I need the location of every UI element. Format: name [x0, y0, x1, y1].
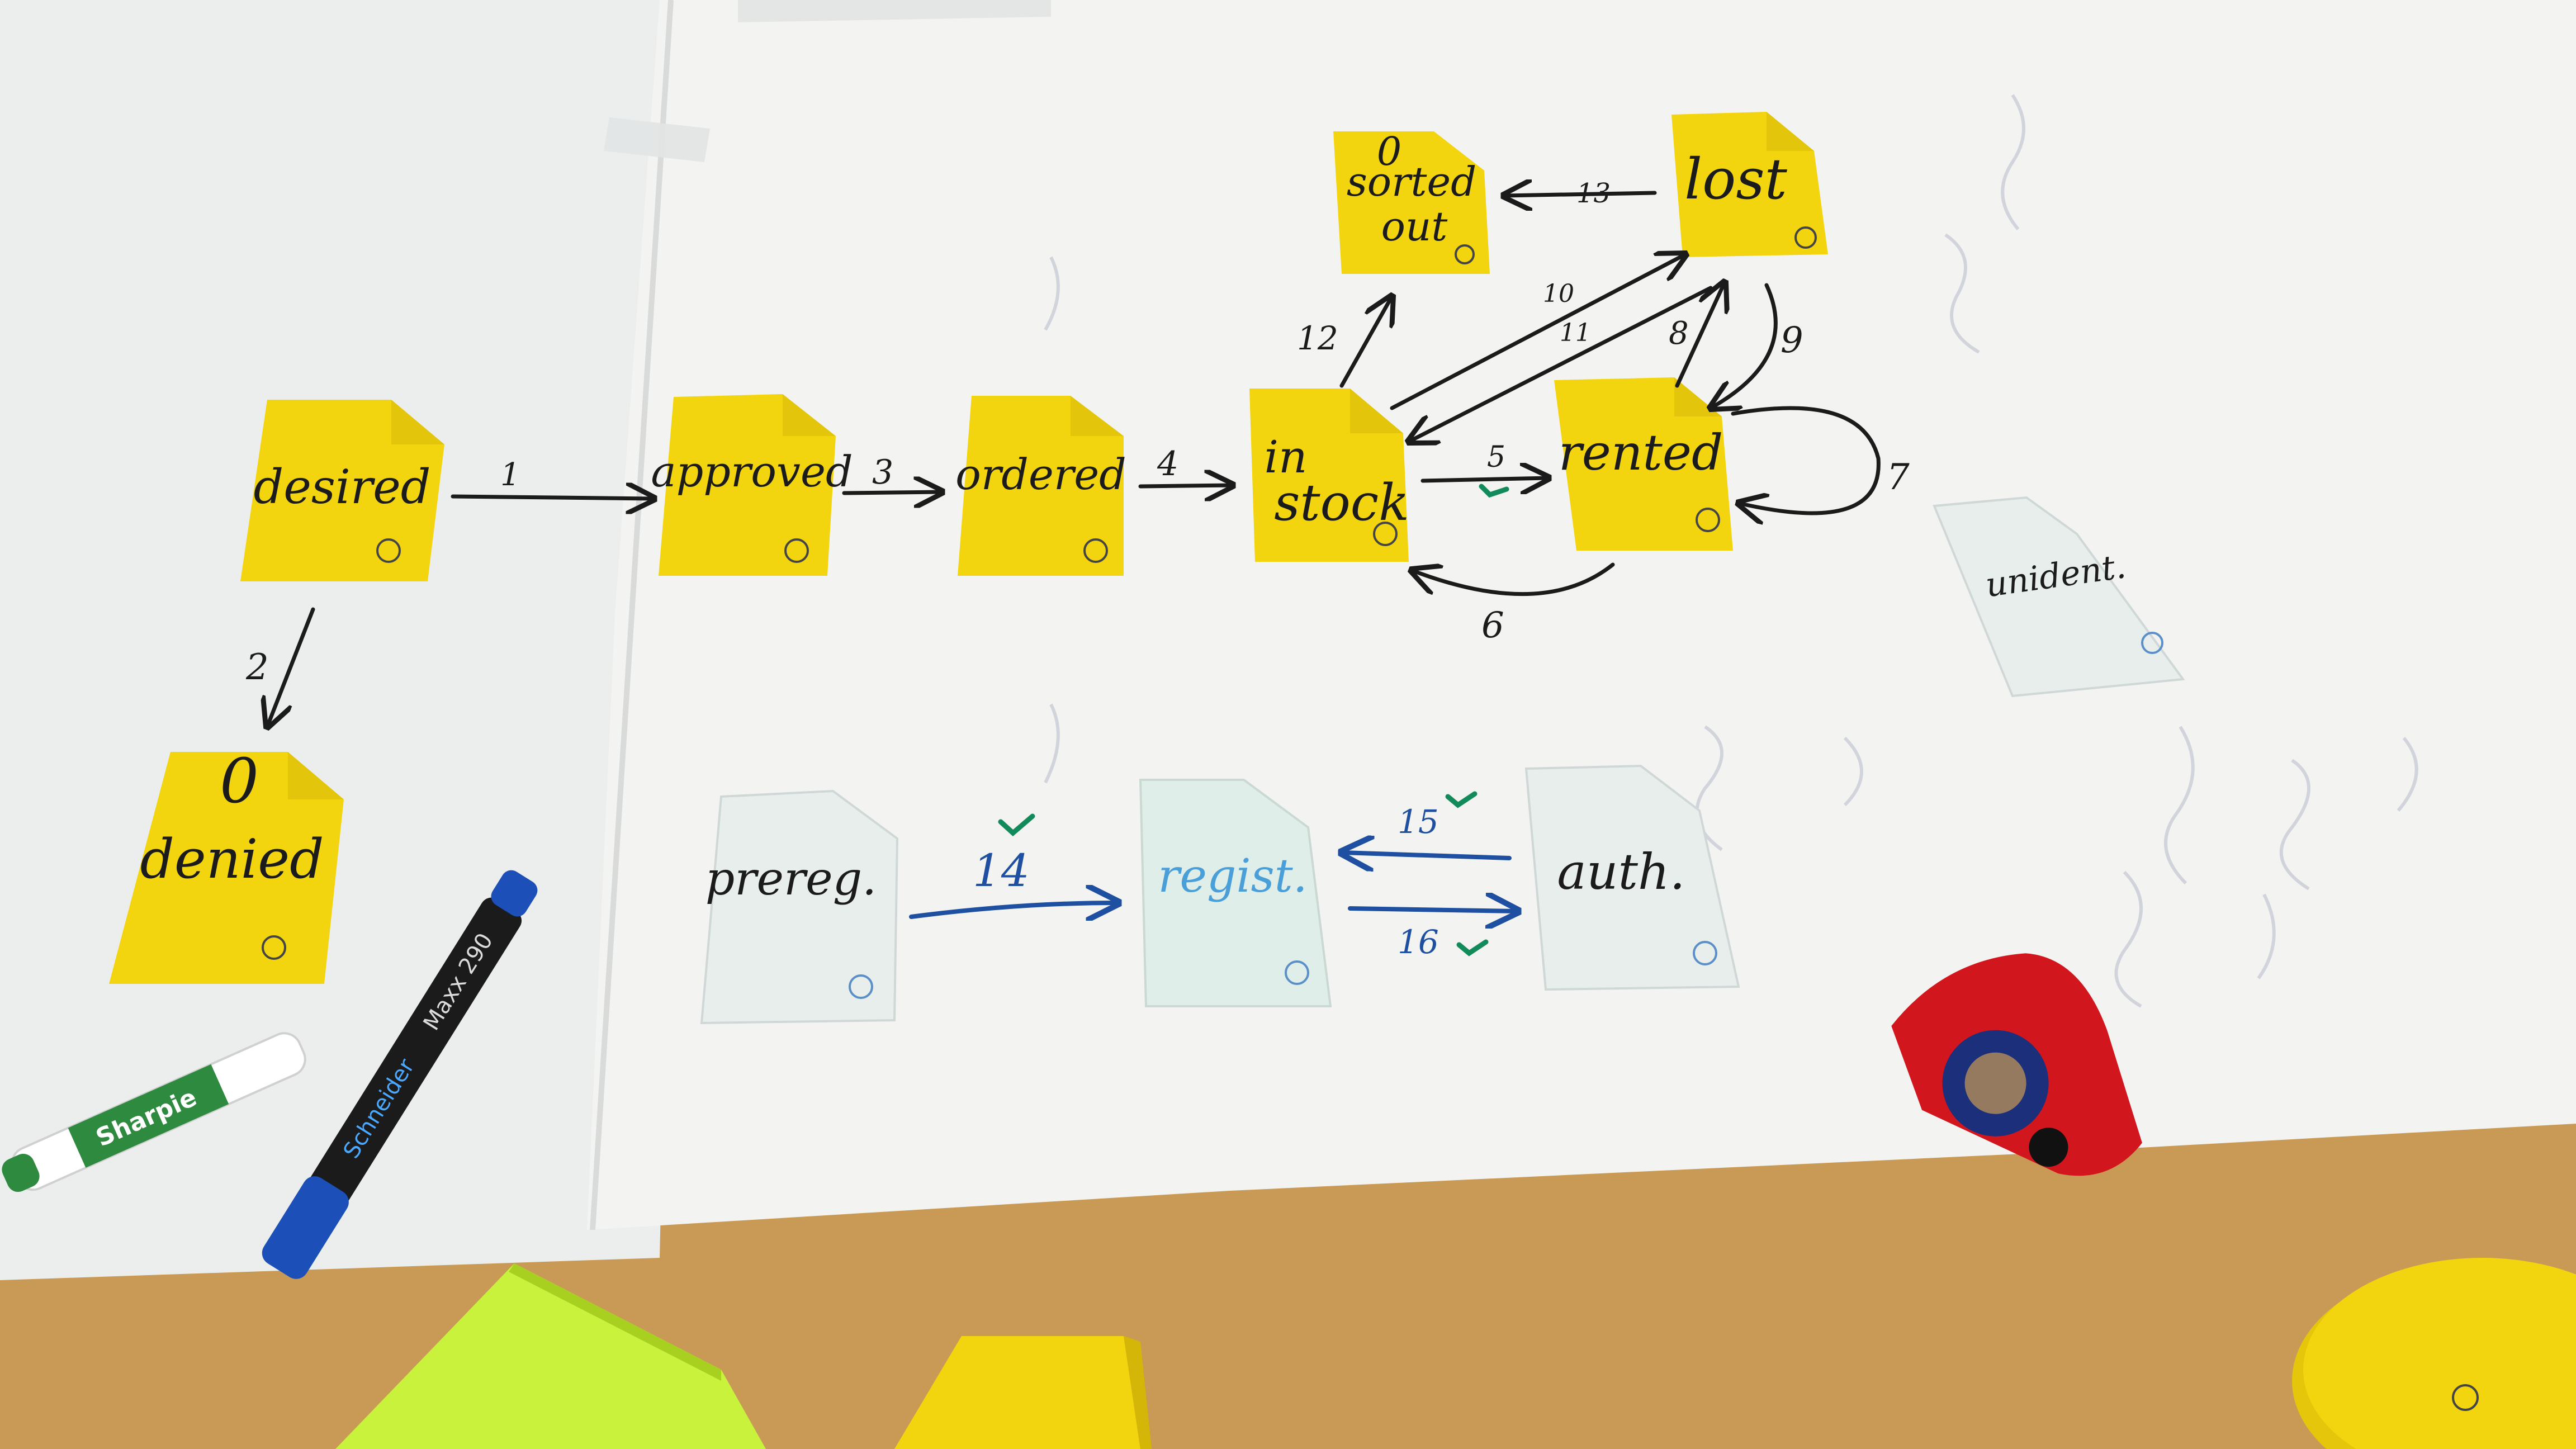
card-regist[interactable]: regist. [1139, 779, 1332, 1007]
card-logo-icon [849, 974, 873, 999]
tape-strips [604, 0, 1051, 162]
denied-zero-mark: 0 [220, 745, 259, 817]
transition-label-14: 14 [973, 845, 1030, 897]
check-icon [1445, 791, 1478, 808]
arrow-8 [1675, 282, 1725, 388]
label-denied: denied [140, 828, 324, 891]
transition-label-9: 9 [1781, 320, 1803, 361]
sharpie-marker[interactable]: Sharpie [0, 1028, 310, 1200]
card-unident[interactable]: unident. [1933, 496, 2185, 698]
label-sorted-out-line1: sorted [1347, 158, 1476, 205]
yellow-disc-stack [2292, 1258, 2576, 1449]
sorted-out-zero-mark: 0 [1377, 129, 1402, 174]
card-logo-icon [1285, 960, 1309, 985]
transition-labels: 1 2 3 4 5 6 7 8 9 10 11 12 13 14 15 16 [245, 178, 1910, 961]
arrow-15 [1342, 853, 1512, 858]
sticky-note-pad [335, 1263, 766, 1449]
card-logo-icon [1696, 508, 1720, 532]
label-approved: approved [651, 447, 853, 496]
arrow-10 [1390, 254, 1685, 410]
paper-sheet-left [0, 0, 688, 1280]
transition-label-15: 15 [1398, 803, 1439, 841]
card-desired[interactable]: desired [240, 400, 444, 581]
transition-label-1: 1 [500, 457, 520, 493]
card-auth[interactable]: auth. [1524, 764, 1740, 991]
card-ordered[interactable]: ordered [955, 396, 1126, 576]
transition-label-7: 7 [1887, 457, 1910, 498]
card-logo-icon [376, 538, 401, 563]
faint-scribbles [1044, 94, 2418, 1008]
paper-sheet-main [587, 0, 2576, 1230]
arrow-2 [267, 607, 315, 727]
card-prereg[interactable]: prereg. [700, 789, 899, 1025]
arrow-4 [1138, 485, 1233, 486]
arrows-black [267, 193, 1881, 727]
card-in-stock[interactable]: in stock [1249, 389, 1409, 562]
label-in-stock-line1: in [1264, 431, 1307, 483]
label-desired: desired [253, 460, 430, 514]
card-denied[interactable]: 0 denied [109, 745, 344, 984]
card-sorted-out[interactable]: 0 sorted out [1333, 129, 1490, 274]
card-lost[interactable]: lost [1671, 112, 1828, 257]
transition-label-2: 2 [245, 647, 269, 688]
arrow-5 [1420, 478, 1549, 481]
arrow-1 [451, 496, 654, 499]
card-logo-icon [784, 538, 809, 563]
arrow-11 [1409, 286, 1713, 442]
card-logo-icon [262, 935, 286, 960]
paper-seam [590, 0, 674, 1230]
label-ordered: ordered [955, 449, 1126, 499]
card-logo-icon [1083, 538, 1108, 563]
arrow-9 [1711, 283, 1778, 408]
card-logo-icon [2141, 632, 2163, 654]
transition-label-6: 6 [1481, 605, 1504, 646]
arrows-blue [909, 853, 1518, 917]
label-regist: regist. [1158, 850, 1308, 903]
label-auth: auth. [1557, 843, 1685, 901]
transition-label-13: 13 [1576, 178, 1611, 209]
transition-label-12: 12 [1297, 319, 1338, 357]
transition-label-10: 10 [1543, 280, 1574, 308]
card-logo-icon [2452, 1384, 2479, 1411]
check-icon [998, 813, 1035, 837]
tape-dispenser[interactable] [1881, 929, 2152, 1223]
arrow-14 [909, 903, 1118, 917]
check-icon [1456, 939, 1489, 956]
transition-label-11: 11 [1560, 319, 1591, 347]
arrow-16 [1348, 908, 1518, 911]
transition-label-4: 4 [1157, 444, 1178, 484]
card-approved[interactable]: approved [651, 394, 853, 576]
label-prereg: prereg. [705, 853, 877, 906]
transition-label-16: 16 [1398, 923, 1439, 961]
arrow-12 [1339, 296, 1392, 388]
check-icon [1479, 484, 1509, 498]
label-sorted-out-line2: out [1381, 203, 1448, 250]
arrow-3 [842, 492, 942, 493]
arrow-7 [1731, 406, 1881, 513]
transition-label-3: 3 [872, 453, 893, 492]
label-lost: lost [1684, 146, 1788, 212]
card-logo-icon [1373, 522, 1398, 546]
yellow-card-stack [894, 1336, 1152, 1449]
transition-label-8: 8 [1669, 315, 1689, 352]
check-ticks [998, 484, 1509, 956]
card-rented[interactable]: rented [1554, 377, 1733, 551]
card-logo-icon [1455, 244, 1475, 264]
arrow-13 [1504, 193, 1657, 196]
label-rented: rented [1559, 424, 1723, 481]
transition-label-5: 5 [1487, 441, 1505, 474]
card-logo-icon [1794, 226, 1817, 249]
card-logo-icon [1693, 941, 1717, 965]
arrow-6 [1412, 562, 1615, 596]
